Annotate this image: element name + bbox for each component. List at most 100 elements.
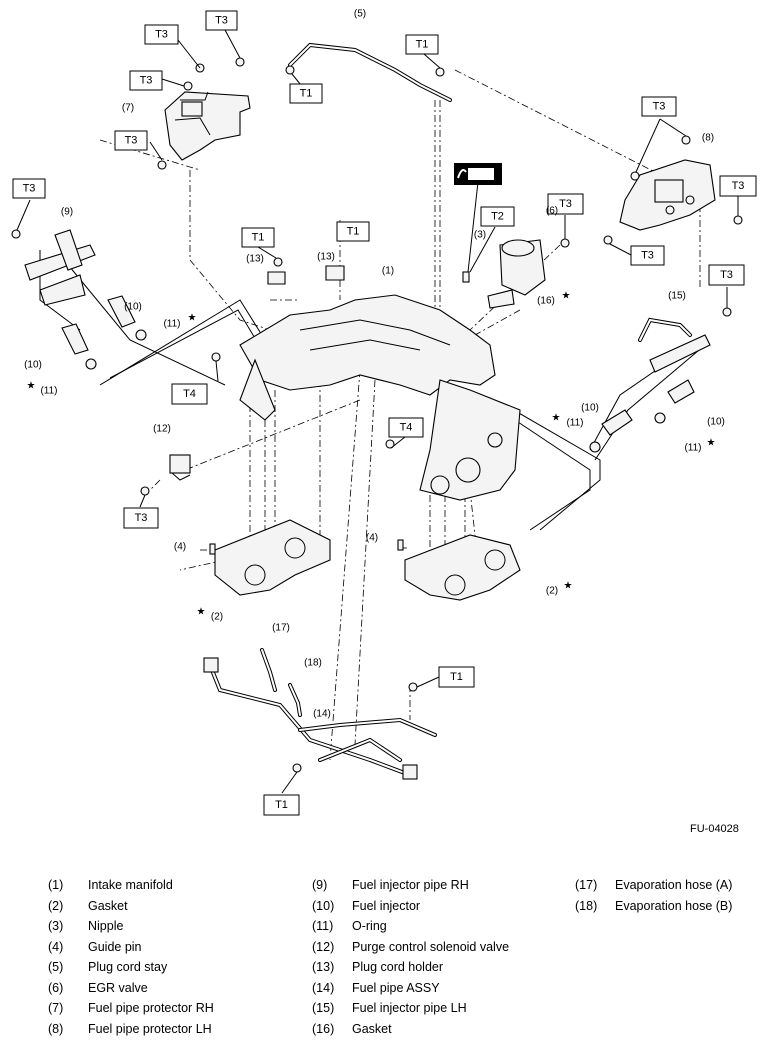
legend-number: (4) — [48, 939, 64, 954]
legend-item: (10)Fuel injector — [312, 899, 509, 920]
legend-item: (9) Fuel injector pipe RH — [312, 878, 509, 899]
parts-legend: (1)Intake manifold (2)Gasket (3)Nipple (… — [0, 878, 770, 1048]
torque-box-t1-d: T1 — [336, 221, 370, 242]
sealant-icon — [454, 163, 502, 185]
legend-number: (7) — [48, 1001, 64, 1015]
legend-item: (6) EGR valve — [48, 981, 214, 1002]
legend-name: Fuel injector pipe RH — [352, 878, 469, 892]
legend-item: (7) Fuel pipe protector RH — [48, 1001, 214, 1022]
legend-item: (16)Gasket — [312, 1022, 509, 1043]
legend-item: (8)Fuel pipe protector LH — [48, 1022, 214, 1043]
fuel-injector-pipe-lh — [638, 317, 711, 373]
torque-label: T3 — [732, 180, 745, 192]
torque-label: T1 — [347, 226, 360, 238]
legend-item: (11)O-ring — [312, 919, 509, 940]
legend-number: (15) — [312, 1001, 335, 1015]
star-2-b: ★ — [197, 607, 206, 618]
torque-box-t3-b: T3 — [144, 24, 179, 45]
legend-number: (12) — [312, 939, 335, 954]
fuel-injector-pipe-rh — [24, 229, 96, 306]
evaporation-hoses — [260, 648, 302, 717]
torque-label: T4 — [183, 388, 196, 400]
plug-cord-stay — [288, 42, 452, 102]
legend-number: (18) — [575, 898, 598, 913]
star-11-b: ★ — [27, 381, 36, 392]
bolts — [11, 57, 743, 773]
legend-number: (2) — [48, 898, 64, 913]
legend-number: (10) — [312, 898, 335, 913]
purge-control-solenoid-valve — [169, 454, 191, 481]
legend-number: (11) — [312, 919, 334, 933]
torque-label: T1 — [300, 88, 313, 100]
legend-item: (4) Guide pin — [48, 940, 214, 961]
guide-pins — [209, 539, 404, 555]
callout-11-a: (11) — [163, 319, 180, 330]
callouts: (5) (7) (8) (9) (6) (3) (1) (13) (13) (1… — [24, 9, 725, 720]
callout-13-a: (13) — [246, 254, 264, 265]
torque-box-t3-j: T3 — [12, 178, 46, 199]
callout-7: (7) — [122, 103, 134, 114]
callout-3: (3) — [474, 230, 486, 241]
legend-name: Plug cord holder — [352, 960, 444, 974]
torque-box-t3-k: T3 — [123, 507, 159, 529]
legend-name: Fuel injector pipe LH — [352, 1001, 467, 1015]
callout-11-b: (11) — [40, 386, 57, 397]
torque-box-t1-b: T1 — [405, 34, 439, 55]
torque-label: T3 — [641, 250, 654, 262]
legend-item: (18)Evaporation hose (B) — [575, 899, 732, 920]
callout-4-a: (4) — [174, 542, 186, 553]
fuel-pipe-assy — [203, 657, 437, 780]
callout-5: (5) — [354, 9, 366, 20]
star-11-d: ★ — [707, 438, 716, 449]
legend-number: (14) — [312, 980, 335, 995]
star-11-c: ★ — [552, 413, 561, 424]
torque-box-t3-f: T3 — [719, 175, 757, 197]
legend-name: Fuel pipe protector RH — [88, 1001, 214, 1015]
callout-15: (15) — [668, 291, 686, 302]
torque-label: T3 — [135, 512, 148, 524]
routing-lines — [39, 250, 706, 531]
legend-item: (14) Fuel pipe ASSY — [312, 981, 509, 1002]
legend-name: Evaporation hose (A) — [615, 878, 733, 892]
torque-box-t4-a: T4 — [171, 383, 208, 405]
torque-box-t3-e: T3 — [641, 96, 677, 117]
legend-number: (6) — [48, 980, 64, 995]
callout-11-c: (11) — [566, 418, 583, 429]
legend-number: (5) — [48, 960, 64, 974]
torque-label: T4 — [400, 422, 413, 434]
torque-label: T3 — [215, 15, 228, 27]
fuel-injectors — [61, 295, 695, 453]
torque-label: T1 — [275, 799, 288, 811]
callout-10-d: (10) — [707, 417, 725, 428]
callout-16: (16) — [537, 296, 555, 307]
torque-box-t3-d: T3 — [114, 130, 148, 151]
legend-name: Guide pin — [88, 939, 142, 954]
callout-4-b: (4) — [366, 533, 378, 544]
callout-13-b: (13) — [317, 252, 335, 263]
legend-name: EGR valve — [88, 980, 148, 995]
legend-item: (2)Gasket — [48, 899, 214, 920]
callout-2-a: (2) — [546, 586, 558, 597]
torque-box-t4-b: T4 — [388, 417, 424, 438]
torque-box-t1-f: T1 — [263, 794, 300, 816]
torque-box-t2: T2 — [480, 206, 515, 227]
torque-box-t3-c: T3 — [129, 70, 163, 91]
legend-name: Gasket — [352, 1021, 392, 1036]
torque-label: T1 — [252, 232, 265, 244]
intake-manifold — [239, 294, 521, 501]
legend-item: (17) Evaporation hose (A) — [575, 878, 732, 899]
exploded-parts-diagram: T3 T3 T3 T3 T1 T1 T3 T3 T3 T3 T2 T3 T3 T… — [11, 9, 757, 816]
torque-box-t3-i: T3 — [708, 264, 745, 286]
callout-8: (8) — [702, 133, 714, 144]
legend-number: (9) — [312, 878, 328, 892]
small-parts — [267, 265, 470, 285]
torque-label: T1 — [450, 671, 463, 683]
legend-number: (8) — [48, 1021, 64, 1036]
legend-item: (15) Fuel injector pipe LH — [312, 1001, 509, 1022]
callout-14: (14) — [313, 709, 331, 720]
legend-name: Intake manifold — [88, 878, 173, 892]
fuel-pipe-protector-lh — [619, 159, 716, 231]
legend-name: Fuel pipe ASSY — [352, 980, 440, 995]
torque-label: T3 — [23, 183, 36, 195]
legend-number: (17) — [575, 878, 598, 892]
